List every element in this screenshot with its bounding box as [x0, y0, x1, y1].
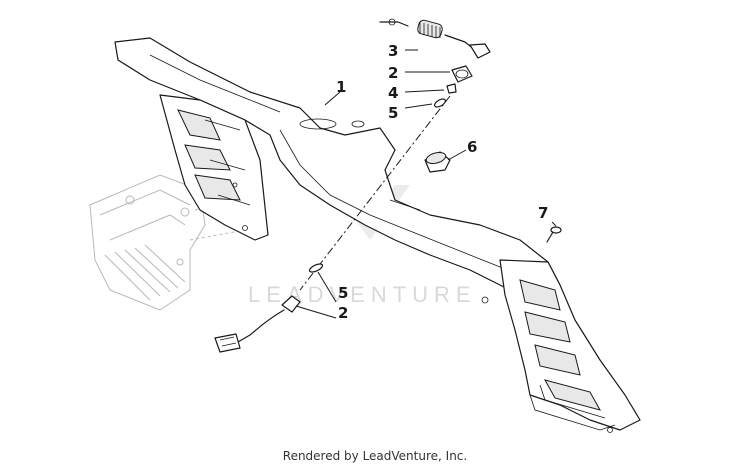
- leader-lines: [295, 49, 557, 319]
- o-ring-top-part: [433, 98, 447, 108]
- render-credit: Rendered by LeadVenture, Inc.: [282, 449, 468, 463]
- callout-5-top: 5: [388, 104, 398, 122]
- callout-4: 4: [388, 84, 398, 102]
- callout-1: 1: [336, 78, 346, 96]
- bulb-housing-part: [451, 65, 473, 83]
- callout-6: 6: [467, 138, 477, 156]
- assembly-axis-line: [299, 95, 451, 291]
- grommet-part: [424, 151, 451, 173]
- callout-2-top: 2: [388, 64, 398, 82]
- bulb-part: [446, 83, 457, 94]
- callout-3: 3: [388, 42, 398, 60]
- socket-harness-part: [214, 295, 301, 353]
- callout-7: 7: [538, 204, 548, 222]
- cable-spring-part: [379, 18, 491, 59]
- callout-5-bottom: 5: [338, 284, 348, 302]
- screw-part: [546, 226, 562, 243]
- watermark-text: LEADVENTURE: [248, 282, 477, 307]
- steering-cover-part: [114, 37, 641, 433]
- o-ring-bottom-part: [308, 263, 324, 273]
- callout-2-bottom: 2: [338, 304, 348, 322]
